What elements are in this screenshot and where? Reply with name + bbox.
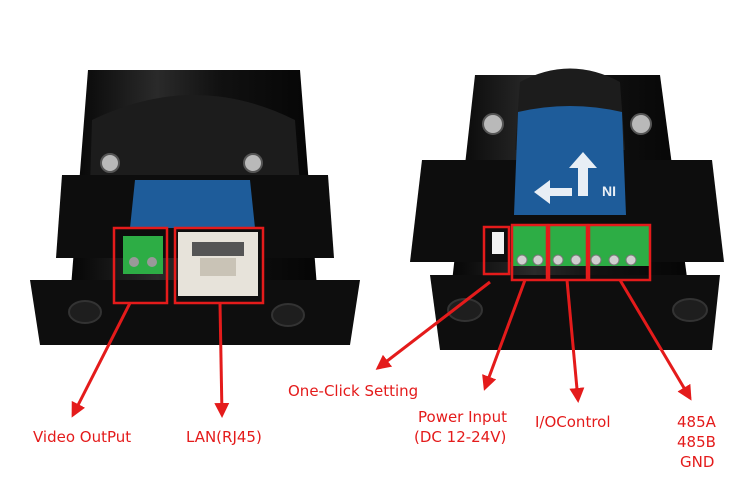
- screw-icon: [516, 254, 528, 266]
- arrow-icon: [482, 279, 527, 391]
- io-control-label: I/OControl: [535, 413, 611, 431]
- screw-icon: [532, 254, 544, 266]
- one-click-highlight: [482, 225, 511, 276]
- right-camera: NI: [410, 68, 724, 350]
- video-output-highlight: [112, 226, 169, 305]
- screw-icon: [482, 113, 504, 135]
- gnd-label: GND: [680, 453, 715, 471]
- arrow-icon: [71, 302, 132, 418]
- arrow-icon: [375, 280, 491, 370]
- screw-icon: [129, 257, 139, 267]
- screw-icon: [100, 153, 120, 173]
- screw-icon: [570, 254, 582, 266]
- mount-hole: [447, 298, 483, 322]
- video-output-label: Video OutPut: [33, 428, 132, 446]
- rs485-a-label: 485A: [677, 413, 716, 431]
- board-direction-text: NI: [602, 183, 616, 199]
- annotation-arrows: [71, 279, 692, 418]
- arrow-icon: [534, 180, 572, 204]
- screw-icon: [630, 113, 652, 135]
- screw-icon: [625, 254, 637, 266]
- power-input-highlight: [510, 223, 549, 282]
- mount-hole: [672, 298, 708, 322]
- video-terminal-block: [123, 236, 163, 274]
- arrow-icon: [569, 152, 597, 196]
- terminal-screws: [516, 254, 637, 266]
- rs485-b-label: 485B: [677, 433, 716, 451]
- power-input-label: Power Input: [418, 408, 507, 426]
- lan-label: LAN(RJ45): [186, 428, 262, 446]
- power-voltage-label: (DC 12-24V): [414, 428, 507, 446]
- lan-highlight: [173, 226, 265, 305]
- arrow-icon: [618, 279, 692, 401]
- mount-hole: [68, 300, 102, 324]
- arrow-icon: [565, 279, 585, 403]
- arrow-icon: [214, 302, 230, 418]
- screw-icon: [147, 257, 157, 267]
- left-camera: [30, 70, 360, 345]
- rs485-highlight: [587, 223, 652, 282]
- screw-icon: [590, 254, 602, 266]
- screw-icon: [608, 254, 620, 266]
- one-click-button: [492, 232, 504, 254]
- mount-hole: [271, 303, 305, 327]
- screw-icon: [552, 254, 564, 266]
- one-click-setting-label: One-Click Setting: [288, 382, 419, 400]
- screw-icon: [243, 153, 263, 173]
